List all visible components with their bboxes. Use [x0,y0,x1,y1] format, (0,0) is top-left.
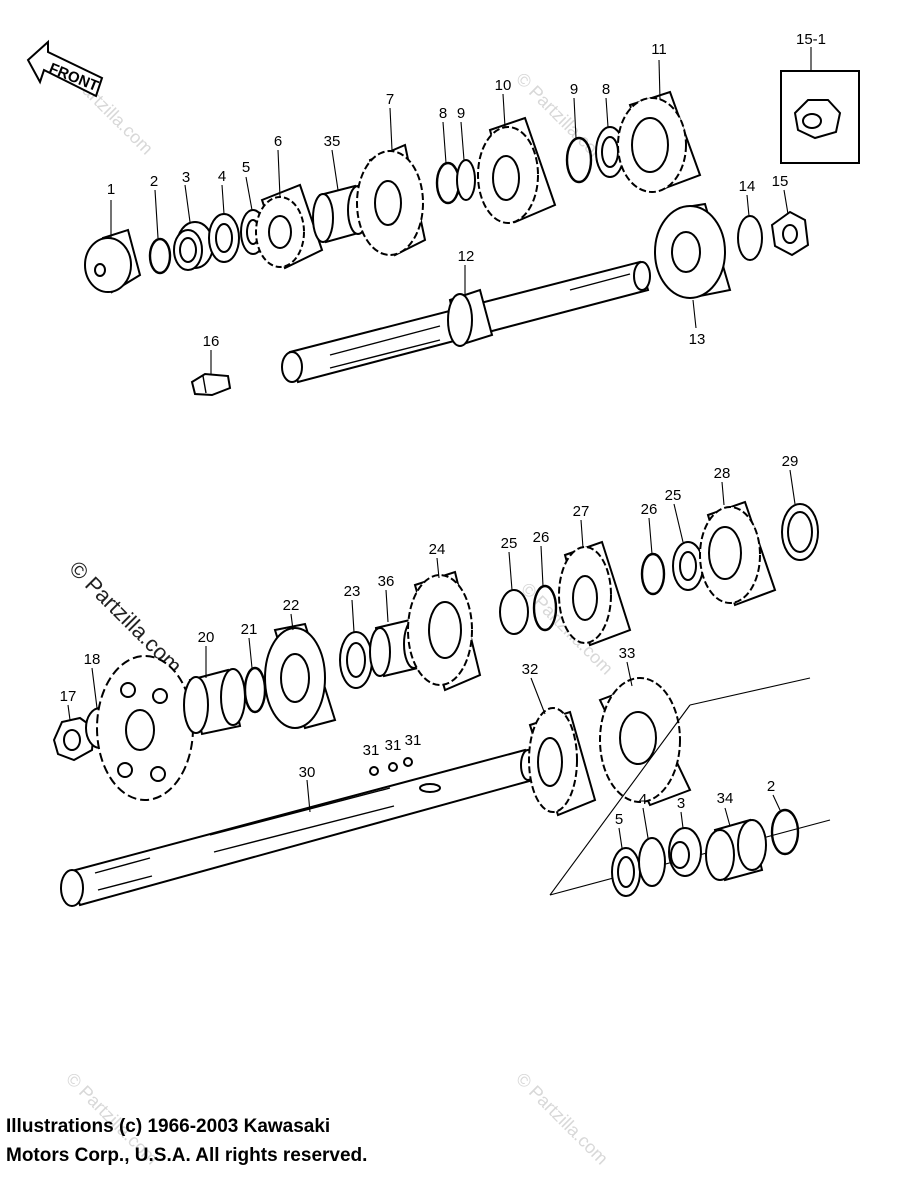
callout: 24 [429,541,446,558]
callout: 14 [739,178,756,195]
callout: 8 [602,81,610,98]
inset-box: 15-1 [780,31,860,164]
callout: 3 [677,795,685,812]
part-9-washer [456,159,476,201]
part-34-sleeve [705,818,767,882]
callout: 25 [501,535,518,552]
callout: 5 [242,159,250,176]
callout: 25 [665,487,682,504]
callout: 23 [344,583,361,600]
part-4b-washer [638,837,666,887]
callout: 33 [619,645,636,662]
callout: 3 [182,169,190,186]
callout: 7 [386,91,394,108]
part-9b-circlip [565,136,593,184]
callout: 35 [324,133,341,150]
part-7-gear [356,143,427,257]
callout: 2 [767,778,775,795]
callout: 22 [283,597,300,614]
part-32-gear [528,707,597,817]
callout: 31 [405,732,422,749]
callout: 27 [573,503,590,520]
part-15-nut [770,210,810,257]
callout: 13 [689,331,706,348]
callout-numbers: 1 2 3 4 5 6 35 7 8 9 10 9 8 11 12 13 14 … [60,41,799,828]
callout: 17 [60,688,77,705]
callout: 29 [782,453,799,470]
part-33-gear [598,677,692,807]
part-31-balls [369,757,413,776]
part-27-gear [558,540,632,647]
watermark-text: © Partzilla.com [512,1069,612,1169]
callout: 36 [378,573,395,590]
part-21-o-ring [243,666,267,714]
callout: 32 [522,661,539,678]
nut-icon [793,99,842,140]
part-3-needle-bearing [173,221,214,271]
callout: 28 [714,465,731,482]
callout: 2 [150,173,158,190]
part-28-gear [699,500,777,607]
callout: 6 [274,133,282,150]
part-17-nut [52,716,96,762]
part-24-gear [407,570,482,692]
callout: 16 [203,333,220,350]
part-1-sleeve [84,228,142,294]
part-23-washer [339,631,373,689]
part-8-circlip [435,161,461,205]
part-16-switch [190,372,232,397]
inset-label: 15-1 [796,31,826,48]
callout: 15 [772,173,789,190]
part-25b-washer [672,541,704,591]
callout: 5 [615,811,623,828]
callout: 11 [651,41,667,58]
part-4-washer [208,213,240,263]
callout: 12 [458,248,475,265]
part-2b-circlip [770,808,800,856]
part-26b-circlip [640,552,666,596]
part-29-washer [781,503,819,561]
part-3b-needle-bearing [668,827,702,877]
callout: 26 [641,501,658,518]
callout: 9 [457,105,465,122]
callout: 4 [639,791,647,808]
part-5b-washer [611,847,641,897]
callout: 10 [495,77,512,94]
part-22-bearing [264,622,337,730]
callout: 34 [717,790,734,807]
callout: 30 [299,764,316,781]
part-12-gear [447,288,494,347]
front-arrow-icon: FRONT [26,39,104,98]
callout: 1 [107,181,115,198]
callout: 18 [84,651,101,668]
part-6-gear [255,183,324,270]
leader-lines [67,59,796,849]
callout: 21 [241,621,258,638]
part-10-gear [477,116,557,224]
part-20-collar [183,668,246,736]
callout: 31 [363,742,380,759]
part-13-bearing [654,202,732,299]
part-26-circlip [532,584,558,632]
callout: 9 [570,81,578,98]
part-14-washer [737,215,763,261]
part-19-sprocket [96,655,194,801]
callout: 26 [533,529,550,546]
part-2-circlip [148,237,172,275]
callout: 8 [439,105,447,122]
callout: 4 [218,168,226,185]
callout: 31 [385,737,402,754]
callout: 20 [198,629,215,646]
copyright-line-1: Illustrations (c) 1966-2003 Kawasaki [6,1116,331,1137]
part-11-gear [617,90,702,193]
part-25-washer [499,589,529,635]
part-8b-washer [595,126,625,178]
copyright-notice: Illustrations (c) 1966-2003 Kawasaki Mot… [6,1112,367,1170]
copyright-line-2: Motors Corp., U.S.A. All rights reserved… [6,1145,368,1166]
